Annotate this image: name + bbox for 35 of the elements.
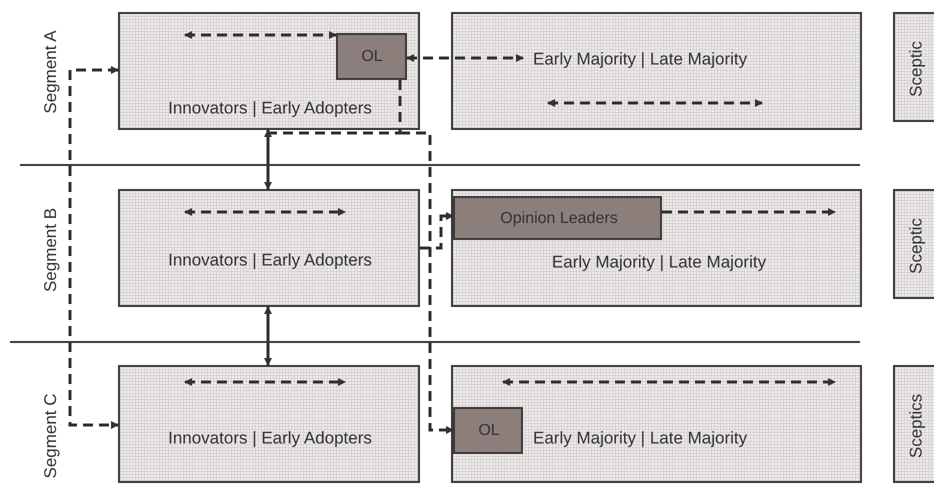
node-label: OL (361, 48, 383, 66)
node-label: Early Majority | Late Majority (533, 430, 748, 448)
node-label: Sceptic (908, 41, 926, 97)
segment-box (118, 189, 420, 307)
opinion-leader-box (453, 407, 523, 454)
segment-box (451, 12, 862, 130)
opinion-leader-box (453, 196, 662, 240)
node-label: Sceptic (908, 218, 926, 274)
opinion-leader-box (336, 33, 407, 80)
node-label: Innovators | Early Adopters (168, 430, 372, 448)
sceptic-box (893, 189, 934, 299)
connector-arrow (662, 208, 836, 216)
connector-arrow (266, 78, 454, 434)
node-label: Innovators | Early Adopters (168, 252, 372, 270)
connector-arrow (68, 66, 119, 429)
segment-box (118, 365, 420, 483)
node-label: Early Majority | Late Majority (533, 50, 748, 70)
node-label: Sceptics (908, 394, 926, 458)
sceptic-box (893, 12, 934, 122)
node-label: OL (478, 422, 500, 440)
segment-box (451, 189, 862, 307)
segment-label: Segment B (42, 208, 61, 292)
node-label: Early Majority | Late Majority (552, 254, 766, 272)
sceptic-box (893, 365, 934, 483)
segment-box (451, 365, 862, 483)
segment-box (118, 12, 420, 130)
connector-arrow (264, 306, 272, 366)
segment-label: Segment A (42, 30, 61, 114)
connector-arrow (184, 31, 337, 39)
connector-arrow (406, 54, 524, 62)
connector-arrow (264, 129, 272, 190)
node-label: Innovators | Early Adopters (168, 100, 372, 118)
connector-arrow (420, 212, 454, 250)
segment-label: Segment C (42, 393, 61, 479)
node-label: Opinion Leaders (500, 210, 618, 228)
